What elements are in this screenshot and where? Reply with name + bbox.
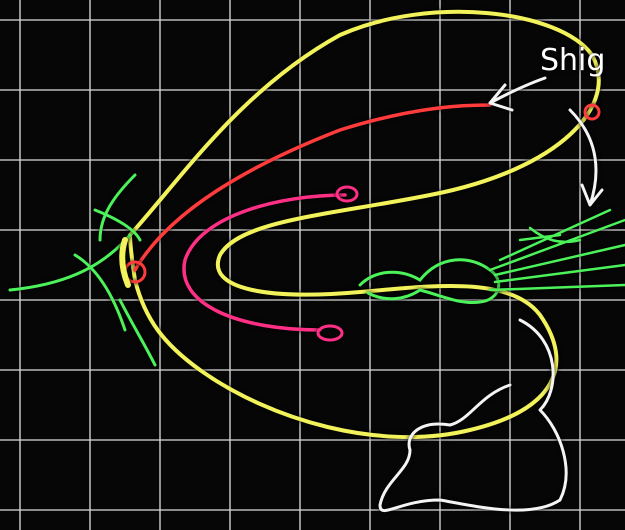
white-arrow	[490, 78, 545, 110]
annotation-text: Shig	[540, 43, 605, 78]
green-fibers	[490, 210, 625, 290]
white-pointer-curve	[570, 110, 602, 205]
green-ganglion	[360, 260, 499, 303]
yellow-outer-loop	[130, 12, 599, 437]
red-curve	[135, 105, 490, 270]
white-lobe	[380, 320, 566, 511]
yellow-short-stroke	[122, 240, 128, 285]
pink-node-bottom	[318, 326, 342, 340]
